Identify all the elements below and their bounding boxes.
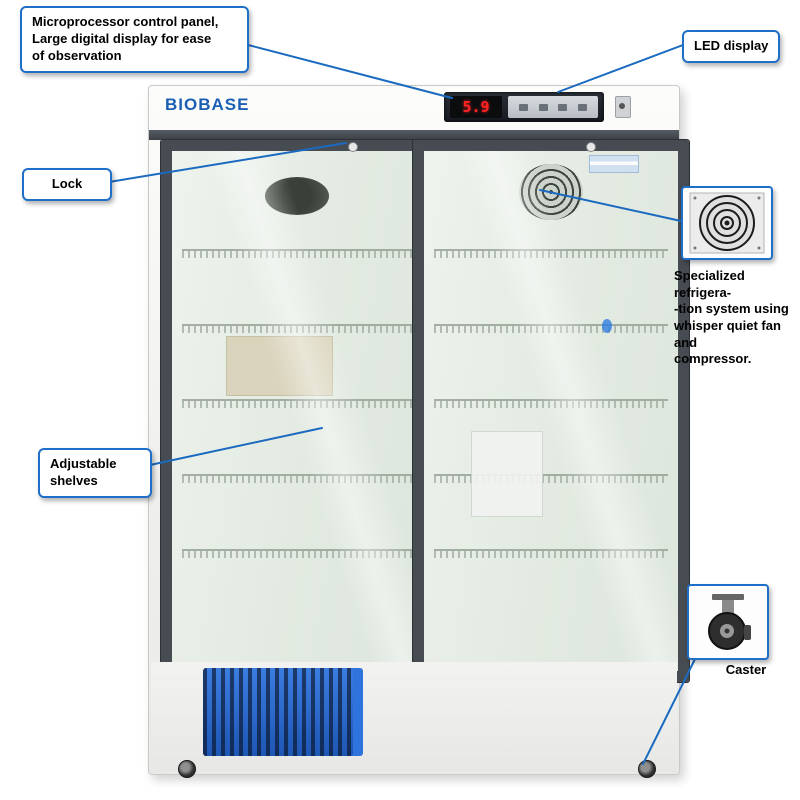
control-panel: 5.9 bbox=[444, 92, 604, 122]
led-display: 5.9 bbox=[450, 96, 502, 118]
temperature-value: 5.9 bbox=[462, 98, 490, 116]
refrigerator: BIOBASE 5.9 bbox=[148, 85, 690, 775]
wire-shelf bbox=[434, 324, 668, 333]
interior-fan-right bbox=[519, 164, 583, 220]
wire-shelf bbox=[182, 549, 412, 558]
refrigeration-note: Specialized refrigera- -tion system usin… bbox=[674, 268, 789, 367]
left-glass-door bbox=[160, 139, 434, 683]
interior-fan-left bbox=[265, 177, 329, 215]
wire-shelf bbox=[182, 399, 412, 408]
compressor-vent bbox=[203, 668, 363, 756]
door-hinge-dot bbox=[586, 142, 596, 152]
caster-wheel-icon bbox=[708, 594, 751, 650]
wire-shelf bbox=[434, 249, 668, 258]
cabinet-top-band bbox=[149, 130, 679, 140]
caster-wheel-left bbox=[178, 760, 196, 778]
fan-image-box bbox=[681, 186, 773, 260]
right-door-glass bbox=[424, 151, 678, 671]
callout-led-display: LED display bbox=[682, 30, 781, 63]
left-door-glass bbox=[172, 151, 422, 671]
panel-button bbox=[558, 103, 568, 111]
panel-key-lock bbox=[615, 96, 631, 118]
panel-button bbox=[538, 103, 548, 111]
callout-lock: Lock bbox=[22, 168, 112, 201]
caster-image-box bbox=[687, 584, 769, 660]
panel-button bbox=[518, 103, 528, 111]
wire-shelf bbox=[434, 399, 668, 408]
wire-shelf bbox=[182, 474, 412, 483]
stored-items bbox=[471, 431, 543, 517]
right-glass-door bbox=[412, 139, 690, 683]
fan-grille-icon bbox=[689, 192, 765, 254]
wire-shelf bbox=[182, 249, 412, 258]
interior-label-sticker bbox=[589, 155, 639, 173]
brand-logo: BIOBASE bbox=[165, 95, 250, 114]
caster-wheel-right bbox=[638, 760, 656, 778]
wire-shelf bbox=[434, 474, 668, 483]
door-lock bbox=[348, 142, 358, 152]
wire-shelf bbox=[434, 549, 668, 558]
bottom-panel bbox=[151, 662, 677, 772]
door-access-port bbox=[602, 319, 612, 333]
control-keypad bbox=[508, 96, 598, 118]
callout-adjustable-shelves: Adjustable shelves bbox=[38, 448, 152, 498]
wire-shelf bbox=[182, 324, 412, 333]
caster-label: Caster bbox=[725, 662, 767, 677]
panel-button bbox=[578, 103, 588, 111]
stored-package bbox=[226, 336, 333, 396]
callout-microprocessor: Microprocessor control panel, Large digi… bbox=[20, 6, 249, 73]
